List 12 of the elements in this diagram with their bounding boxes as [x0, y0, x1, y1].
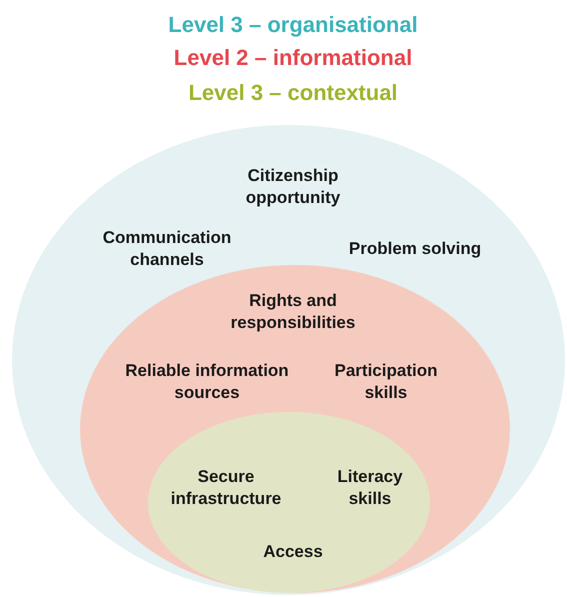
level-heading: Level 3 – contextual — [187, 80, 399, 106]
region-text: Secure infrastructure — [170, 466, 282, 510]
region-text: Communication channels — [102, 227, 232, 271]
region-text: Problem solving — [348, 238, 482, 260]
region-text: Citizenship opportunity — [244, 165, 342, 209]
region-text: Literacy skills — [336, 466, 404, 510]
region-text: Rights and responsibilities — [230, 290, 356, 334]
region-text: Reliable information sources — [124, 360, 290, 404]
region-text: Access — [262, 541, 324, 563]
level-heading: Level 3 – organisational — [167, 12, 419, 38]
level-heading: Level 2 – informational — [172, 45, 414, 71]
region-text: Participation skills — [334, 360, 438, 404]
